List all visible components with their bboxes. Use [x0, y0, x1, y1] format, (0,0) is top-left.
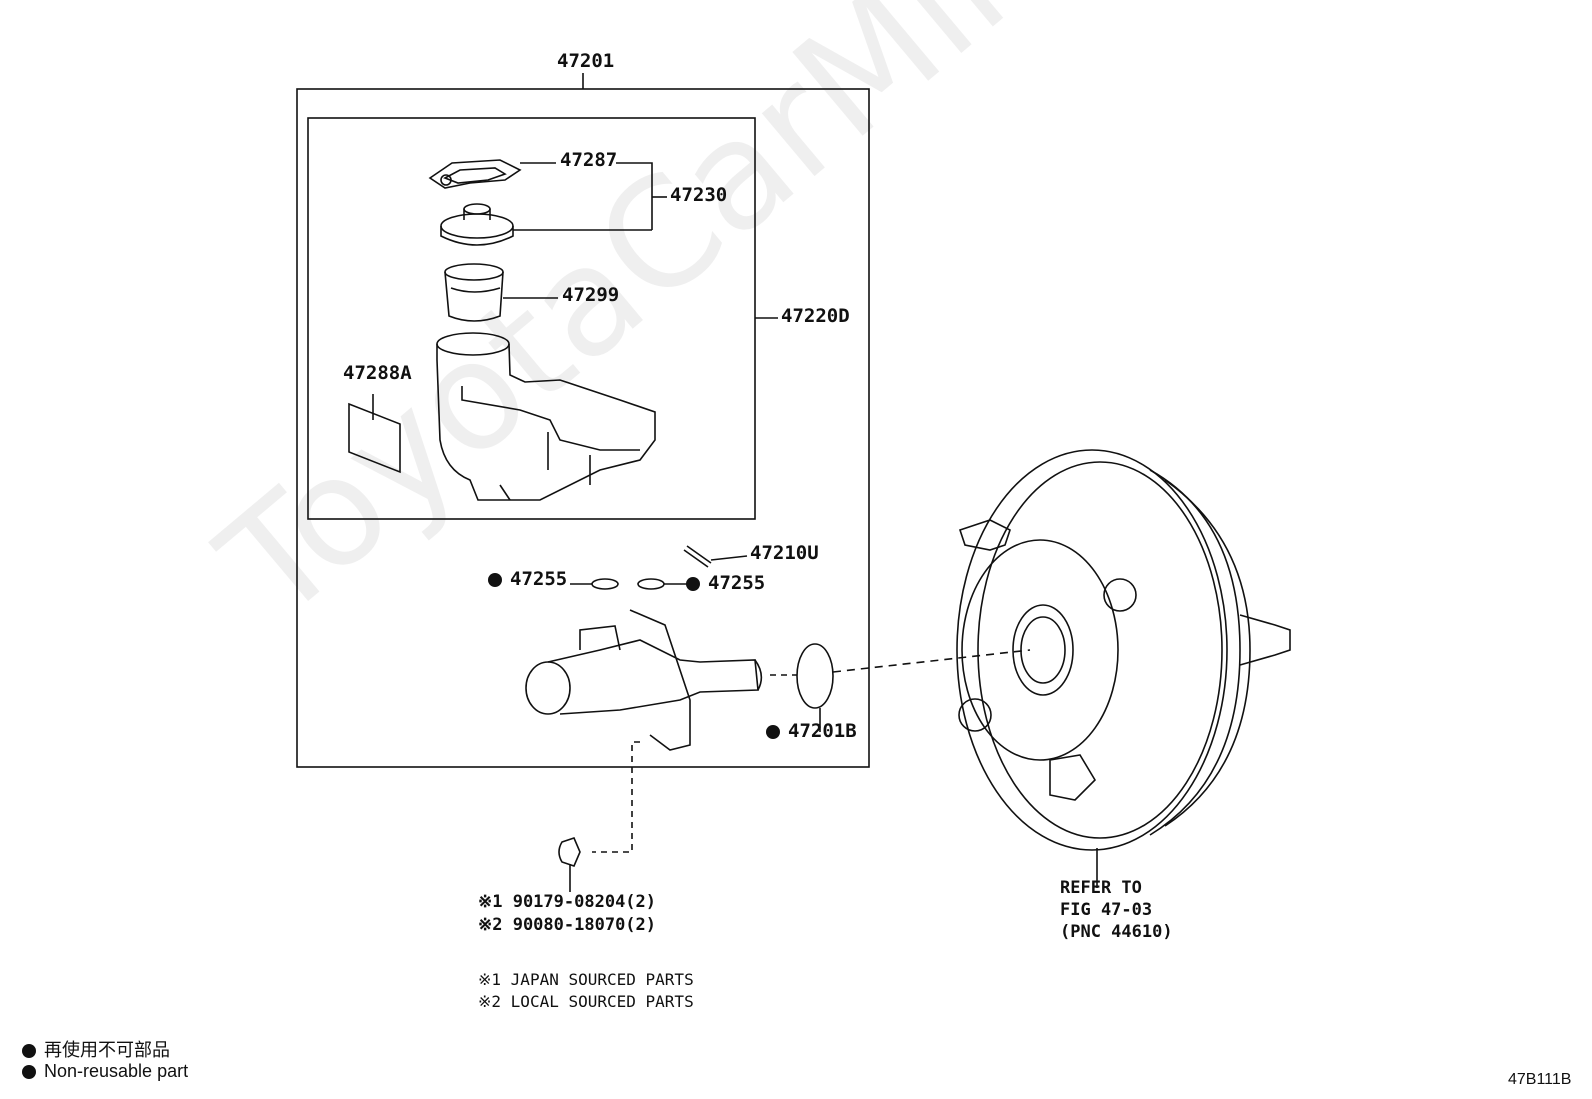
non-reusable-dot-icon	[766, 724, 780, 739]
label-cap-assy: 47230	[670, 184, 728, 206]
refer-line-3: (PNC 44610)	[1060, 922, 1173, 942]
label-reservoir: 47220D	[781, 305, 850, 327]
grommet-right-icon	[637, 578, 665, 590]
fastener-line-1: ※1 90179-08204(2)	[478, 892, 657, 912]
master-cylinder-icon	[525, 609, 763, 751]
grommet-left-icon	[591, 578, 619, 590]
assembly-box	[296, 88, 870, 768]
reservoir-tank-icon	[436, 332, 656, 501]
non-reusable-dot-icon	[686, 576, 700, 591]
brake-booster-icon	[956, 449, 1291, 851]
fastener-line-2: ※2 90080-18070(2)	[478, 915, 657, 935]
label-assembly: 47201	[557, 50, 615, 72]
label-cap-gasket: 47287	[560, 149, 618, 171]
label-grommet-right: 47255	[686, 572, 765, 594]
o-ring-icon	[796, 643, 834, 709]
reservoir-box	[307, 117, 756, 520]
label-caution-plate: 47288A	[343, 362, 412, 384]
figure-code: 47B111B	[1508, 1071, 1572, 1088]
refer-line-1: REFER TO	[1060, 878, 1142, 898]
label-o-ring: 47201B	[766, 720, 857, 742]
reservoir-cap-icon	[440, 203, 514, 246]
label-grommet-left: 47255	[488, 568, 567, 590]
label-strainer: 47299	[562, 284, 620, 306]
label-pin: 47210U	[750, 542, 819, 564]
bolt-icon	[558, 837, 581, 867]
pin-icon	[683, 545, 712, 568]
legend-dot-icon	[22, 1044, 36, 1059]
cap-gasket-icon	[428, 159, 522, 189]
refer-line-2: FIG 47-03	[1060, 900, 1153, 920]
legend-en: Non-reusable part	[22, 1061, 188, 1082]
sourcing-note-2: ※2 LOCAL SOURCED PARTS	[478, 992, 694, 1011]
non-reusable-dot-icon	[488, 572, 502, 587]
sourcing-note-1: ※1 JAPAN SOURCED PARTS	[478, 970, 694, 989]
strainer-icon	[444, 263, 504, 322]
legend-dot-icon	[22, 1065, 36, 1080]
legend-jp: 再使用不可部品	[22, 1036, 170, 1062]
caution-plate-icon	[348, 402, 401, 474]
